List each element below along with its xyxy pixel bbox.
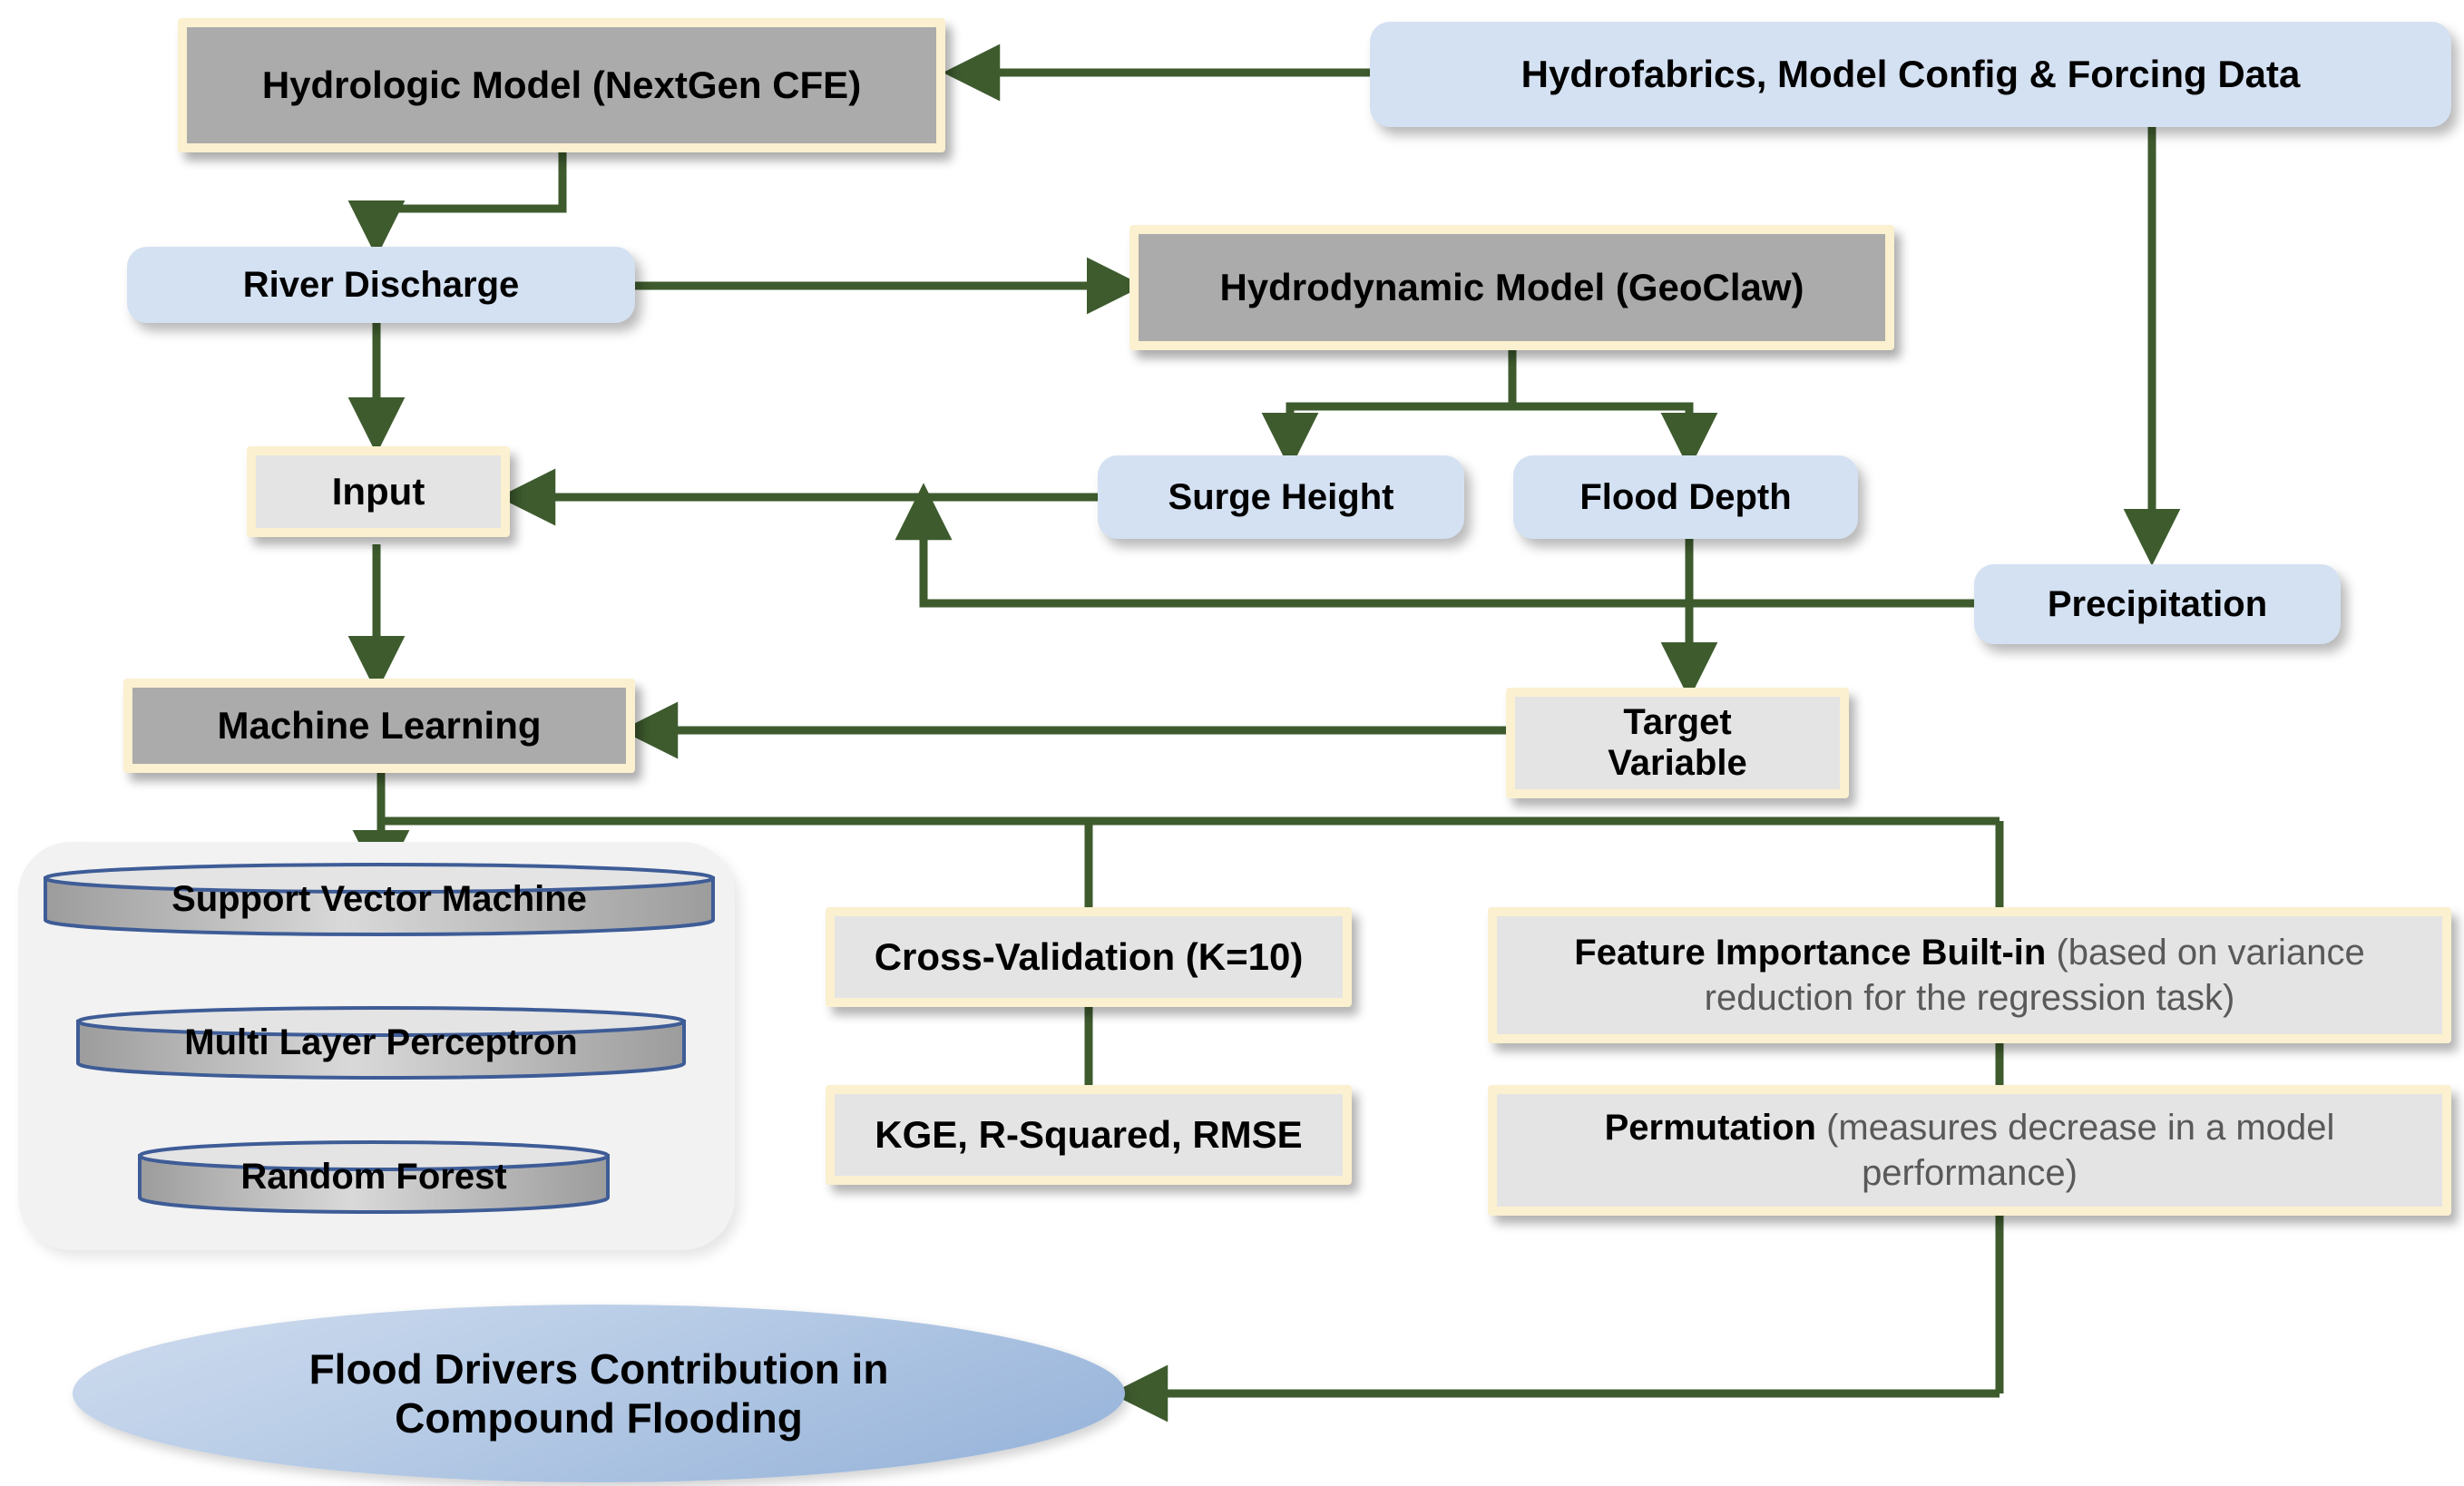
node-flood-depth[interactable]: Flood Depth	[1513, 455, 1858, 539]
node-hydrofabrics[interactable]: Hydrofabrics, Model Config & Forcing Dat…	[1370, 22, 2451, 127]
permutation-muted-label: (measures decrease in a model performanc…	[1826, 1108, 2335, 1193]
node-metrics[interactable]: KGE, R-Squared, RMSE	[826, 1085, 1352, 1185]
river-discharge-label: River Discharge	[242, 264, 520, 305]
outcome-label-line1: Flood Drivers Contribution in	[308, 1345, 889, 1393]
node-surge-height[interactable]: Surge Height	[1098, 455, 1464, 539]
cylinder-random-forest[interactable]: Random Forest	[138, 1140, 610, 1214]
node-hydrodynamic-model[interactable]: Hydrodynamic Model (GeoClaw)	[1129, 225, 1894, 350]
node-machine-learning[interactable]: Machine Learning	[123, 679, 635, 773]
permutation-bold-label: Permutation	[1604, 1108, 1827, 1148]
input-label: Input	[331, 470, 425, 513]
random-forest-label: Random Forest	[240, 1156, 507, 1197]
edge-hydrodynamic-to-surge	[1261, 349, 1517, 470]
outcome-label-line2: Compound Flooding	[395, 1394, 803, 1442]
hydrodynamic-model-label: Hydrodynamic Model (GeoClaw)	[1219, 266, 1804, 309]
cylinder-support-vector-machine[interactable]: Support Vector Machine	[44, 863, 715, 936]
feature-importance-bold-label: Feature Importance Built-in	[1574, 933, 2057, 973]
svm-label: Support Vector Machine	[171, 878, 587, 919]
node-hydrologic-model[interactable]: Hydrologic Model (NextGen CFE)	[178, 18, 945, 152]
cross-validation-label: Cross-Validation (K=10)	[874, 935, 1304, 979]
surge-height-label: Surge Height	[1168, 476, 1394, 517]
flood-depth-label: Flood Depth	[1579, 476, 1792, 517]
mlp-label: Multi Layer Perceptron	[184, 1022, 578, 1062]
feature-importance-muted-label: (based on variance reduction for the reg…	[1704, 933, 2365, 1018]
node-input[interactable]: Input	[247, 446, 510, 537]
target-variable-label-line2: Variable	[1608, 743, 1747, 783]
precipitation-label: Precipitation	[2047, 583, 2268, 624]
hydrologic-model-label: Hydrologic Model (NextGen CFE)	[261, 64, 862, 107]
node-river-discharge[interactable]: River Discharge	[127, 247, 635, 323]
node-cross-validation[interactable]: Cross-Validation (K=10)	[826, 907, 1352, 1007]
node-permutation[interactable]: Permutation (measures decrease in a mode…	[1488, 1085, 2451, 1216]
metrics-label: KGE, R-Squared, RMSE	[875, 1113, 1303, 1157]
target-variable-label-line1: Target	[1623, 702, 1732, 743]
hydrofabrics-label: Hydrofabrics, Model Config & Forcing Dat…	[1520, 53, 2301, 96]
edge-hydrologic-to-discharge	[347, 152, 567, 258]
node-outcome[interactable]: Flood Drivers Contribution in Compound F…	[73, 1305, 1125, 1482]
machine-learning-label: Machine Learning	[217, 704, 542, 748]
node-feature-importance[interactable]: Feature Importance Built-in (based on va…	[1488, 907, 2451, 1043]
cylinder-multi-layer-perceptron[interactable]: Multi Layer Perceptron	[76, 1006, 686, 1080]
node-precipitation[interactable]: Precipitation	[1974, 564, 2341, 644]
edge-hydrodynamic-to-flooddepth	[1508, 349, 1718, 470]
node-target-variable[interactable]: Target Variable	[1506, 688, 1849, 798]
